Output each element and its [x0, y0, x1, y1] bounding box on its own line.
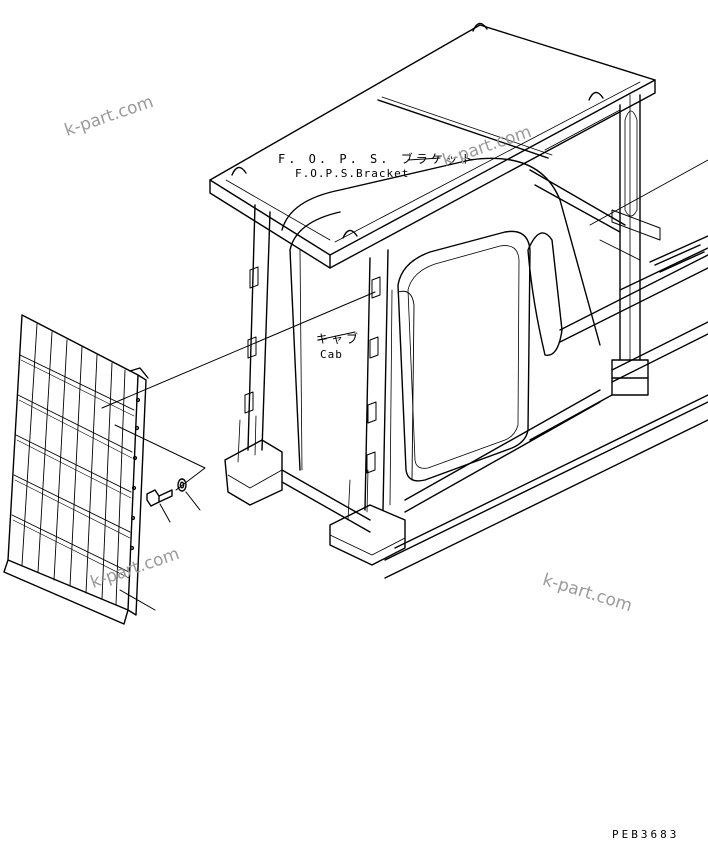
front-guard-grille: [3, 314, 149, 625]
cab-label-jp: キャブ: [316, 332, 362, 346]
cab-body: [281, 157, 613, 533]
fops-bracket-label-jp: F. O. P. S. ブラケット: [278, 152, 476, 166]
leader-lines: [101, 157, 441, 611]
frame-rails: [384, 235, 708, 579]
drawing-code: PEB3683: [612, 828, 680, 841]
cab-label-en: Cab: [320, 348, 343, 361]
mounting-bolt: [146, 489, 173, 507]
washer: [177, 478, 187, 492]
post-brackets: [224, 209, 661, 566]
fops-bracket-label-en: F.O.P.S.Bracket: [295, 167, 410, 180]
fops-bracket: [209, 22, 708, 511]
